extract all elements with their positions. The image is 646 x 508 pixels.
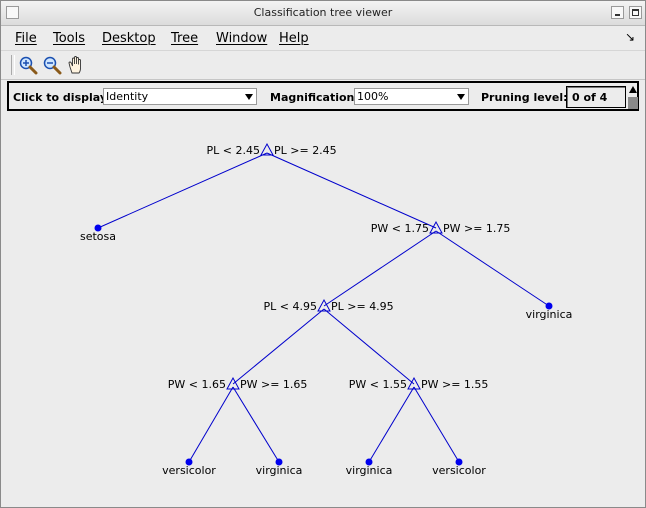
pruning-level-field[interactable]: 0 of 4	[566, 86, 626, 108]
click-to-display-value: Identity	[106, 90, 149, 103]
leaf-node-icon[interactable]	[545, 302, 553, 310]
control-panel: Click to display: Identity Magnification…	[7, 81, 639, 111]
chevron-down-icon	[245, 94, 253, 100]
menu-tree[interactable]: Tree	[171, 31, 199, 46]
tree-branch-9	[413, 386, 460, 463]
leaf-node-icon[interactable]	[185, 458, 193, 466]
tree-branch-1	[266, 152, 437, 229]
menu-desktop[interactable]: Desktop	[102, 31, 156, 46]
tree-branch-3	[435, 230, 550, 307]
tree-branch-5	[323, 308, 415, 385]
tree-branch-7	[232, 386, 280, 463]
leaf-node-icon[interactable]	[455, 458, 463, 466]
leaf-node-icon[interactable]	[365, 458, 373, 466]
maximize-button[interactable]	[629, 6, 642, 19]
menu-tools[interactable]: Tools	[53, 31, 86, 46]
tree-branch-6	[188, 386, 234, 463]
leaf-label: versicolor	[432, 464, 486, 477]
leaf-label: versicolor	[162, 464, 216, 477]
split-node-icon[interactable]	[317, 298, 331, 312]
dock-arrow-icon[interactable]: ↘	[625, 30, 636, 44]
minimize-button[interactable]	[611, 6, 624, 19]
split-left-label: PW < 1.55	[349, 378, 407, 391]
leaf-node-icon[interactable]	[275, 458, 283, 466]
zoom-out-icon	[43, 56, 62, 75]
split-left-label: PW < 1.65	[168, 378, 226, 391]
split-right-label: PW >= 1.55	[421, 378, 488, 391]
split-right-label: PW >= 1.75	[443, 222, 510, 235]
classification-tree: PL < 2.45 PL >= 2.45 PW < 1.75 PW >= 1.75PL…	[80, 142, 573, 477]
pruning-level-label: Pruning level:	[481, 91, 568, 104]
chevron-down-icon	[457, 94, 465, 100]
split-left-label: PL < 2.45	[207, 144, 260, 157]
leaf-label: virginica	[256, 464, 303, 477]
pruning-level-value: 0 of 4	[572, 91, 608, 104]
split-right-label: PL >= 2.45	[274, 144, 337, 157]
split-node-icon[interactable]	[429, 220, 443, 234]
spin-down-button[interactable]	[628, 97, 638, 109]
zoom-in-button[interactable]	[18, 55, 38, 75]
menu-bar: File Tools Desktop Tree Window Help ↘	[1, 26, 645, 51]
magnification-label: Magnification:	[270, 91, 359, 104]
title-bar[interactable]: Classification tree viewer	[1, 1, 645, 26]
window-title: Classification tree viewer	[253, 6, 393, 19]
pan-hand-icon	[68, 56, 81, 74]
split-left-label: PW < 1.75	[371, 222, 429, 235]
zoom-out-button[interactable]	[42, 55, 62, 75]
window-menu-button[interactable]	[6, 6, 19, 19]
spin-up-arrow-icon[interactable]	[628, 84, 638, 96]
split-node-icon[interactable]	[407, 376, 421, 390]
toolbar	[1, 51, 645, 80]
magnification-dropdown[interactable]: 100%	[354, 88, 469, 105]
magnification-value: 100%	[357, 90, 389, 103]
leaf-label: setosa	[80, 230, 116, 243]
tree-branch-2	[323, 230, 437, 307]
tree-branch-4	[232, 308, 325, 385]
tree-branch-0	[97, 152, 268, 229]
split-left-label: PL < 4.95	[264, 300, 317, 313]
leaf-label: virginica	[346, 464, 393, 477]
zoom-in-icon	[19, 56, 38, 75]
tree-branch-8	[368, 386, 415, 463]
leaf-node-icon[interactable]	[94, 224, 102, 232]
menu-help[interactable]: Help	[279, 31, 309, 46]
split-right-label: PL >= 4.95	[331, 300, 394, 313]
pruning-level-spinner[interactable]	[628, 84, 638, 110]
split-node-icon[interactable]	[226, 376, 240, 390]
leaf-label: virginica	[526, 308, 573, 321]
split-right-label: PW >= 1.65	[240, 378, 307, 391]
toolbar-grip[interactable]	[11, 55, 15, 75]
menu-file[interactable]: File	[15, 31, 37, 46]
split-node-icon[interactable]	[260, 142, 274, 156]
click-to-display-label: Click to display:	[13, 91, 112, 104]
click-to-display-dropdown[interactable]: Identity	[103, 88, 257, 105]
menu-window[interactable]: Window	[216, 31, 268, 46]
pan-button[interactable]	[66, 55, 86, 75]
